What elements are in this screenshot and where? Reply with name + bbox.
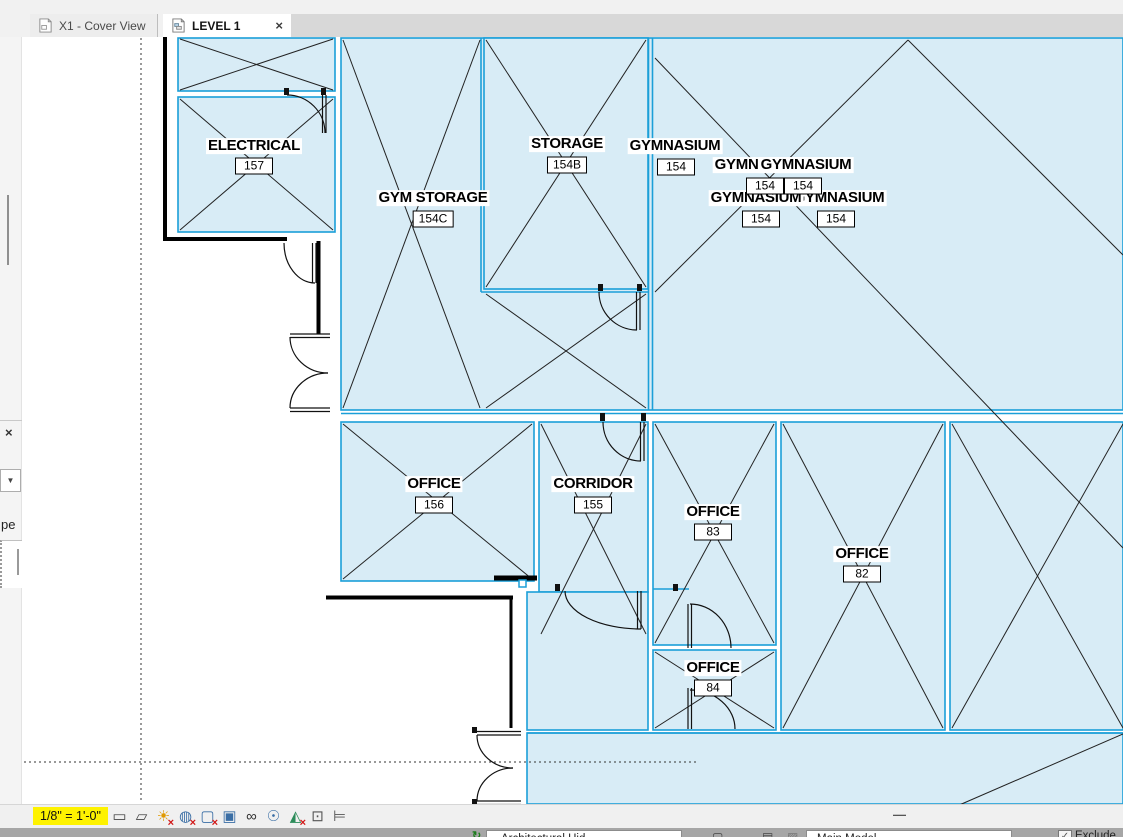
reference-planes[interactable] — [24, 38, 696, 803]
design-options-icon[interactable]: ▤ — [762, 830, 774, 837]
type-selector-dropdown[interactable]: ▼ — [0, 469, 21, 492]
close-tab-icon[interactable]: × — [275, 18, 283, 33]
palette-scrollbar[interactable] — [7, 195, 9, 265]
disabled-overlay-icon: × — [211, 817, 218, 829]
wall-selection-grip[interactable] — [518, 579, 527, 588]
shadows-icon[interactable]: ◍× — [178, 808, 196, 829]
exclude-options-checkbox[interactable]: ✓ — [1058, 830, 1072, 837]
sheet-icon — [39, 18, 52, 33]
status-bar: ↻ Architectural Hid ▢ · ▤ ▨ Main Model ✓… — [0, 828, 1123, 837]
disabled-overlay-icon: × — [167, 817, 174, 829]
crop-view-icon[interactable]: ▢× — [200, 808, 218, 829]
worksharing-sync-icon: ↻ — [472, 830, 482, 837]
view-scale-button[interactable]: 1/8" = 1'-0" — [33, 807, 108, 825]
exclude-options-label: Exclude Opti — [1075, 830, 1116, 837]
temporary-view-properties-icon[interactable]: ⊡ — [311, 808, 324, 825]
disabled-overlay-icon: × — [299, 817, 306, 829]
active-workset-field[interactable]: Architectural Hid — [486, 830, 682, 837]
crop-region-visibility-icon[interactable]: ▣ — [222, 808, 237, 825]
floor-plan-icon — [172, 18, 185, 33]
palette-divider — [0, 420, 22, 421]
palette-close-button[interactable]: × — [5, 425, 13, 440]
chevron-down-icon: ▼ — [6, 476, 15, 485]
editable-only-icon[interactable]: ▢ — [712, 830, 724, 837]
options-filter-icon[interactable]: ▨ — [787, 830, 799, 837]
visual-style-icon[interactable]: ▱ — [135, 808, 148, 825]
walls[interactable] — [163, 37, 537, 728]
disabled-overlay-icon: × — [189, 817, 196, 829]
temporary-hide-isolate-icon[interactable]: ∞ — [246, 808, 257, 825]
tab-label: X1 - Cover View — [59, 18, 146, 33]
palette-panel-fragment — [0, 540, 22, 588]
tab-cover-view[interactable]: X1 - Cover View — [30, 14, 158, 37]
reveal-constraints-icon[interactable]: ⊨ — [332, 808, 347, 825]
tabbar-filler — [291, 14, 1123, 37]
view-tab-bar: × X1 - Cover View LEVEL 1 × — [0, 0, 1123, 37]
tabs-row: X1 - Cover View LEVEL 1 × — [0, 14, 1123, 37]
sun-path-icon[interactable]: ☀× — [156, 808, 174, 829]
selected-room-fills[interactable] — [177, 37, 1123, 805]
view-control-icons: ▭ ▱ ☀×◍×▢×▣ ∞ ☉ ◭× ⊡ ⊨ — [110, 806, 352, 829]
design-option-field[interactable]: Main Model — [806, 830, 1012, 837]
analytical-model-icon[interactable]: ◭× — [289, 808, 306, 829]
door-jambs — [284, 88, 678, 805]
splitter-handle[interactable]: — — [893, 807, 906, 822]
tab-level-1[interactable]: LEVEL 1 × — [163, 14, 291, 37]
reveal-hidden-elements-icon[interactable]: ☉ — [266, 808, 281, 825]
detail-level-icon[interactable]: ▭ — [112, 808, 127, 825]
tab-label: LEVEL 1 — [192, 18, 241, 33]
view-control-bar: 1/8" = 1'-0" ▭ ▱ ☀×◍×▢×▣ ∞ ☉ ◭× ⊡ ⊨ — — [0, 804, 1123, 829]
doors[interactable] — [283, 94, 736, 806]
clipped-type-label: pe — [1, 517, 16, 532]
left-palette-strip: × ▼ pe — [0, 37, 22, 804]
status-dot-icon: · — [735, 830, 739, 837]
